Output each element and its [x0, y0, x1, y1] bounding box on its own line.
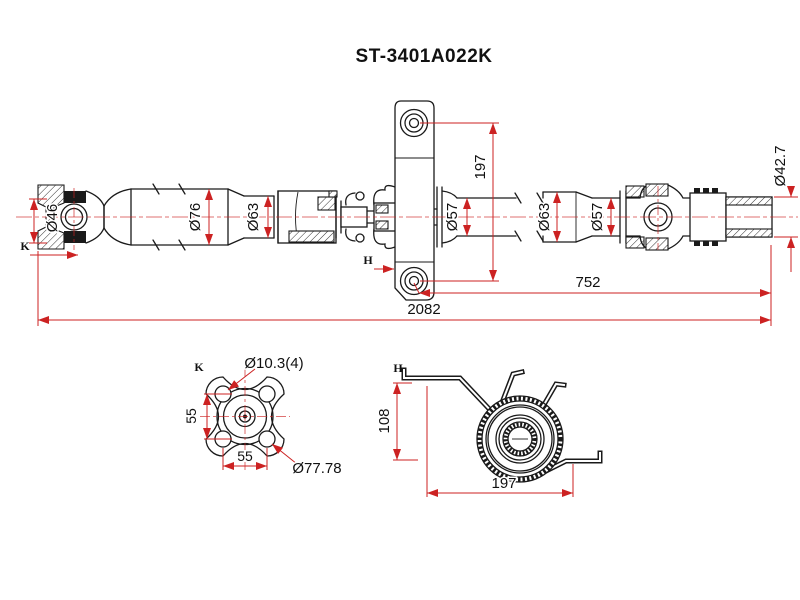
flange-view-label: K	[194, 360, 204, 374]
main-shaft-view: Ø46 Ø76 Ø63 Ø57 Ø63 Ø57 Ø42.7	[16, 100, 798, 326]
center-bearing-bracket	[394, 100, 435, 301]
section-label-h: H	[363, 253, 373, 267]
part-number-title: ST-3401A022K	[356, 46, 493, 67]
dim-bolt-spacing-vertical: 55	[183, 408, 199, 424]
bearing-detail-view: H 108 197	[375, 361, 603, 497]
dim-bearing-bracket-width: 197	[491, 475, 516, 492]
main-view-dimensions: Ø46 Ø76 Ø63 Ø57 Ø63 Ø57 Ø42.7	[29, 122, 798, 326]
dim-bracket-bolt-span: 197	[472, 154, 489, 179]
bearing-view-label: H	[393, 361, 403, 375]
flange-detail-view: K 55 55 Ø10.3(4) Ø77.78	[182, 354, 344, 479]
dim-tube-rear-diameter: Ø63	[536, 203, 553, 231]
dim-flange-yoke-diameter: Ø46	[44, 204, 61, 232]
bearing-view-dimensions: 108 197	[375, 382, 574, 497]
centerlines	[16, 186, 798, 250]
dim-overall-length: 2082	[407, 301, 440, 318]
dim-pitch-circle-diameter: Ø77.78	[292, 460, 341, 477]
front-flange-yoke	[37, 184, 132, 250]
dim-tube-rear-neck-diameter: Ø57	[589, 203, 606, 231]
dim-bearing-bracket-height: 108	[376, 408, 393, 433]
section-label-k: K	[20, 239, 30, 253]
dim-tube-front-diameter: Ø76	[187, 203, 204, 231]
dim-slip-yoke-diameter: Ø42.7	[772, 146, 789, 187]
rear-universal-joint	[625, 183, 691, 251]
dim-rear-section-length: 752	[575, 274, 600, 291]
flange-view-dimensions: 55 55 Ø10.3(4) Ø77.78	[182, 354, 344, 479]
section-arrows: K H	[20, 239, 394, 273]
dim-tube-mid-diameter: Ø57	[444, 203, 461, 231]
dim-tube-front-neck-diameter: Ø63	[245, 203, 262, 231]
dim-bolt-hole-diameter: Ø10.3(4)	[244, 355, 303, 372]
dim-bolt-spacing-horizontal: 55	[237, 448, 253, 464]
